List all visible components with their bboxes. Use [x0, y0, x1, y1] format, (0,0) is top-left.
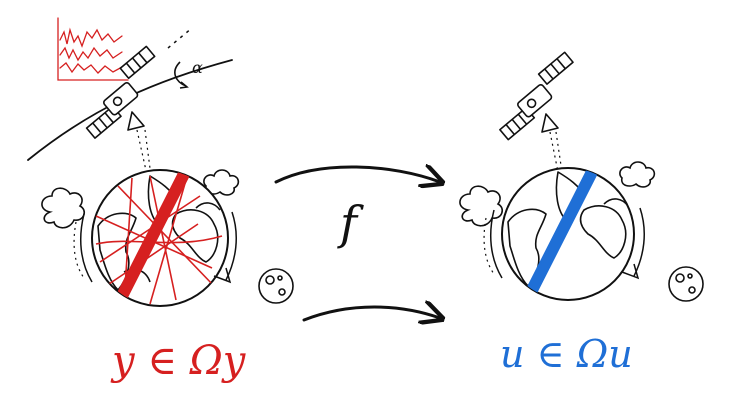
mapping-function-label: f: [340, 196, 358, 250]
arrow-bottom: [302, 307, 440, 320]
moon-icon: [668, 266, 704, 302]
satellite-icon: [499, 51, 574, 141]
cloud-icon: [203, 169, 240, 196]
angle-label: α: [192, 58, 203, 77]
observation-space-label: y ∈ Ωy: [112, 338, 246, 384]
time-series-icon: [57, 17, 129, 81]
cloud-icon: [41, 187, 86, 229]
arrow-top: [274, 167, 440, 182]
earth-icon: [483, 167, 645, 301]
satellite-icon: [85, 45, 156, 139]
earth-icon: [73, 169, 237, 307]
moon-icon: [258, 268, 294, 304]
beam-right: [549, 131, 563, 173]
target-space-label: u ∈ Ωu: [500, 332, 633, 376]
cloud-icon: [459, 185, 504, 227]
cloud-icon: [619, 161, 656, 188]
beam-left: [136, 129, 152, 177]
